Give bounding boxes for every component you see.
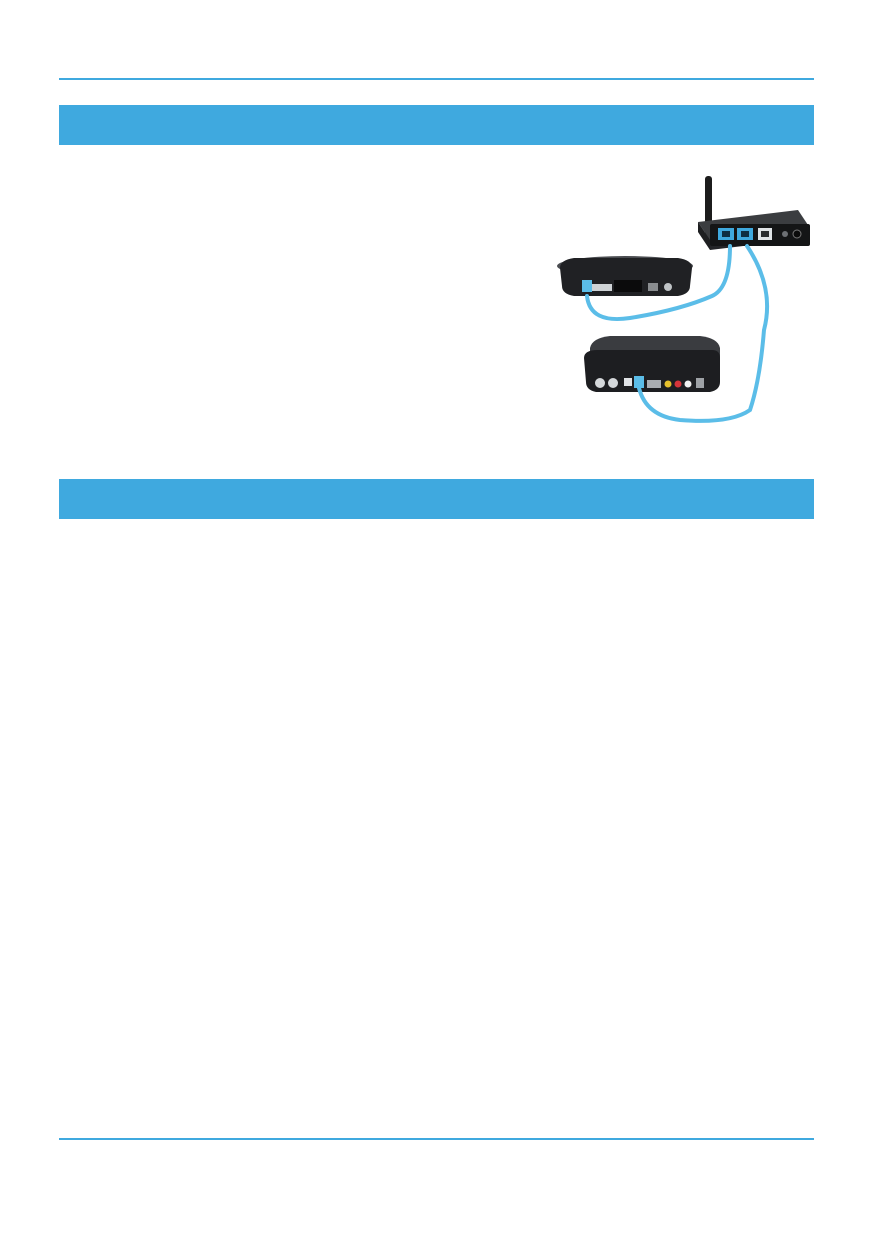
header-rule [59,78,814,80]
router-icon [698,176,810,250]
footer-rule [59,1138,814,1140]
connection-diagram [550,170,814,432]
section-header-2 [59,479,814,519]
set-top-box-icon [584,336,720,392]
adapter-box-icon [557,256,693,296]
ethernet-cables [585,244,770,423]
section-header-1 [59,105,814,145]
